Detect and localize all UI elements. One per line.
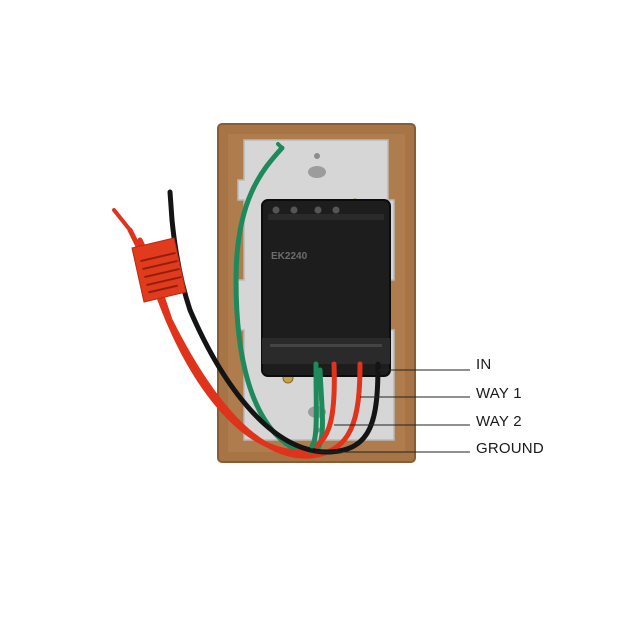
callout-label-way-1: WAY 1 [476,385,522,402]
wire-end-green-top [276,142,284,150]
model-label: EK2240 [271,251,308,262]
callout-label-ground: GROUND [476,440,544,457]
switch-module-body [261,199,391,377]
wire-end-black-left [167,189,175,223]
callout-label-in: IN [476,356,492,373]
top-screw-slot [308,166,326,178]
wire-green-2 [309,361,319,449]
callout-label-way-2: WAY 2 [476,413,522,430]
wire-end-red-left [112,208,132,232]
